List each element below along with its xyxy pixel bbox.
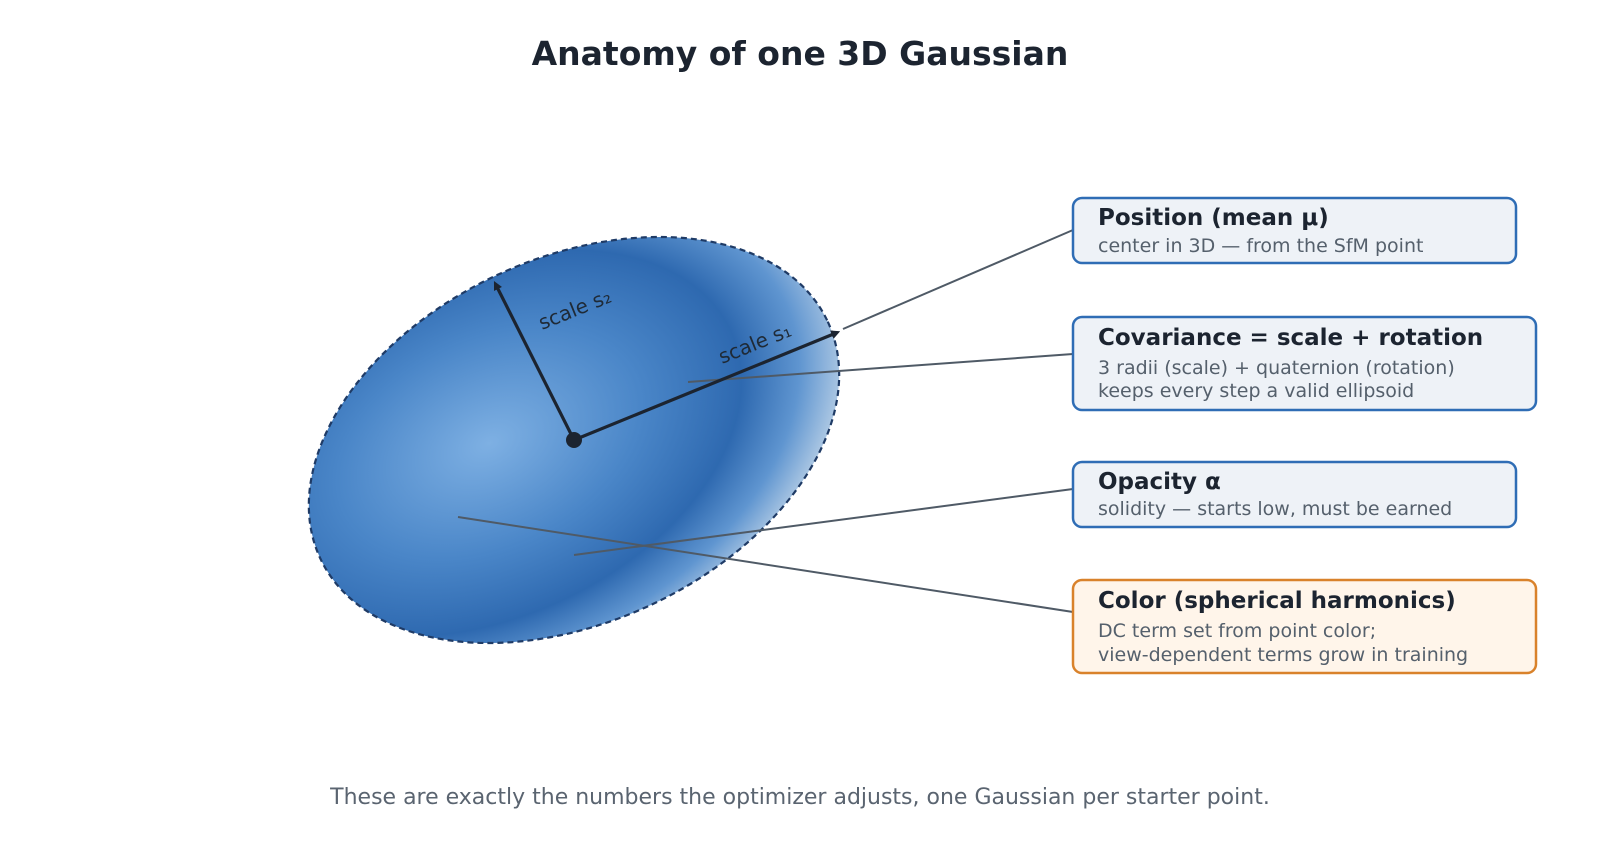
covariance-box: Covariance = scale + rotation 3 radii (s… — [1071, 315, 1538, 412]
covariance-box-title: Covariance = scale + rotation — [1098, 325, 1483, 351]
opacity-box-title: Opacity α — [1098, 469, 1221, 495]
position-box-desc: center in 3D — from the SfM point — [1098, 235, 1423, 257]
color-box: Color (spherical harmonics) DC term set … — [1071, 578, 1538, 675]
leader-line-opacity — [573, 488, 1074, 556]
mean-center-point — [566, 432, 582, 448]
leader-line-position — [842, 229, 1074, 330]
color-box-frame — [1071, 578, 1538, 675]
covariance-box-desc-line-2: keeps every step a valid ellipsoid — [1098, 380, 1414, 402]
leader-line-color — [457, 516, 1074, 613]
opacity-box-frame — [1071, 460, 1518, 529]
position-box-title: Position (mean μ) — [1098, 205, 1329, 231]
covariance-box-desc-line-1: 3 radii (scale) + quaternion (rotation) — [1098, 357, 1455, 379]
opacity-box-desc: solidity — starts low, must be earned — [1098, 498, 1452, 520]
position-box: Position (mean μ) center in 3D — from th… — [1071, 196, 1518, 265]
position-box-frame — [1071, 196, 1518, 265]
caption: These are exactly the numbers the optimi… — [329, 785, 1270, 810]
covariance-box-frame — [1071, 315, 1538, 412]
opacity-box: Opacity α solidity — starts low, must be… — [1071, 460, 1518, 529]
page-title: Anatomy of one 3D Gaussian — [532, 34, 1069, 73]
scale-s2-arrow — [493, 280, 576, 441]
color-box-desc-line-2: view-dependent terms grow in training — [1098, 644, 1468, 666]
leader-line-covariance — [687, 353, 1074, 383]
color-box-title: Color (spherical harmonics) — [1098, 588, 1456, 614]
color-box-desc-line-1: DC term set from point color; — [1098, 620, 1376, 642]
scale-s1-arrow — [573, 330, 841, 442]
